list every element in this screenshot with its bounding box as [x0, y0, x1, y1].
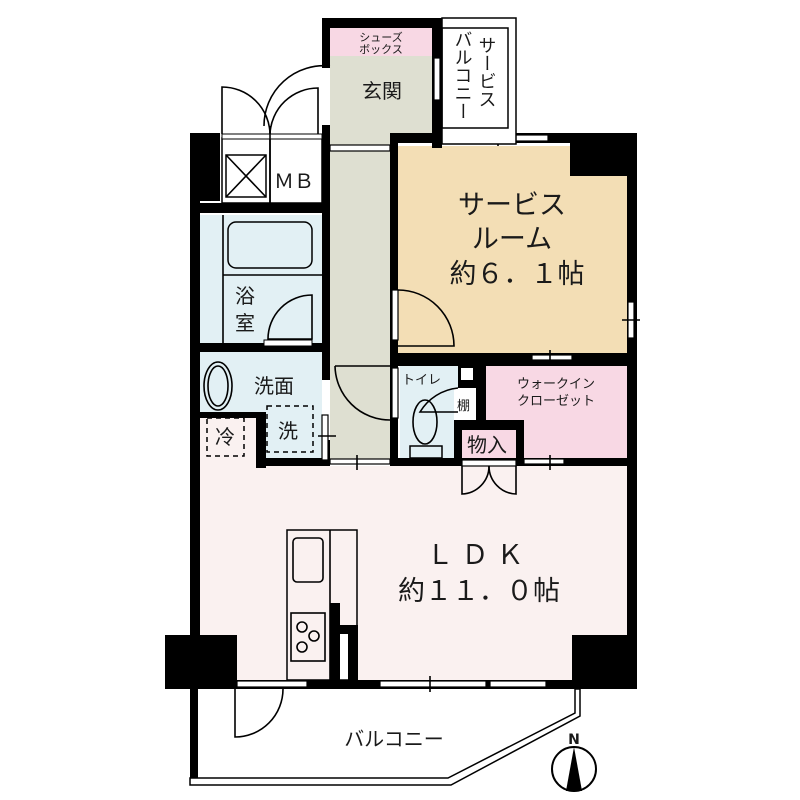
- north-arrow-icon: [566, 747, 582, 791]
- washbasin-inner: [207, 365, 229, 407]
- shelf-label: 棚: [457, 399, 470, 414]
- shoe-box-fill: [330, 28, 432, 56]
- compass-north-label: N: [568, 732, 580, 748]
- balcony-label: バルコニー: [344, 727, 444, 751]
- washbasin-icon: [203, 361, 233, 411]
- service-room-area: 約６．１帖: [450, 259, 585, 290]
- service-balcony: [441, 17, 517, 145]
- storage-label: 物入: [467, 433, 507, 457]
- walk-in-closet-fill: [486, 366, 627, 458]
- storage-fill: [462, 430, 516, 460]
- washroom-door: [334, 365, 391, 421]
- entrance-label: 玄関: [362, 79, 402, 103]
- bathroom-details: [222, 215, 322, 347]
- service-room-fill: [398, 146, 627, 353]
- fridge-space: [206, 417, 245, 457]
- walk-in-closet-label-2: クローゼット: [517, 394, 595, 409]
- bathroom-fill: [198, 215, 322, 345]
- corridor-fill: [330, 142, 392, 460]
- mb-doors: [221, 64, 331, 205]
- entrance-fill: [330, 56, 432, 142]
- washroom-fill: [198, 352, 322, 460]
- shelf-fill: [454, 388, 476, 420]
- bathroom-label-2: 室: [235, 311, 255, 335]
- compass: [551, 746, 597, 792]
- meter-box-label: ＭＢ: [274, 169, 314, 193]
- toilet-details: [409, 387, 459, 459]
- service-balcony-label-1: サービス: [476, 36, 497, 108]
- pipe-space: [461, 368, 473, 380]
- fridge-label: 冷: [215, 425, 235, 449]
- stove-icon: [290, 612, 326, 662]
- service-room-label-1: サービス: [458, 190, 566, 221]
- shoe-box-label-1: シューズ: [359, 30, 402, 44]
- service-room-label-2: ルーム: [472, 224, 552, 255]
- storage-doors: [461, 465, 517, 495]
- pillar-void: [340, 634, 348, 680]
- toilet-label: トイレ: [402, 373, 441, 388]
- walk-in-closet-label-1: ウォークイン: [517, 377, 595, 392]
- washer-space: [266, 405, 314, 453]
- balcony-door: [234, 688, 284, 738]
- ldk-label: ＬＤＫ: [427, 540, 532, 571]
- sink-icon: [292, 537, 324, 583]
- ldk-area: 約１１．０帖: [398, 576, 560, 607]
- washer-label: 洗: [278, 419, 298, 443]
- bathroom-label-1: 浴: [235, 284, 255, 308]
- service-balcony-label-2: バルコニー: [452, 30, 473, 120]
- shoe-box-label-2: ボックス: [359, 43, 403, 56]
- balcony: [189, 688, 581, 786]
- washroom-label: 洗面: [254, 374, 294, 398]
- kitchen-counter: [286, 529, 358, 681]
- service-room-door: [397, 289, 455, 347]
